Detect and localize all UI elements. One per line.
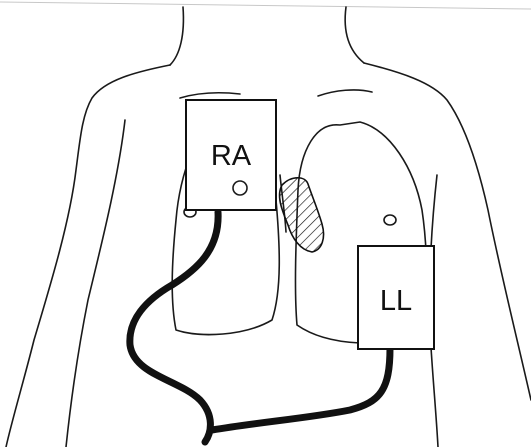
page-edge bbox=[0, 2, 531, 9]
torso-outline bbox=[6, 7, 531, 447]
ra-electrode-label: RA bbox=[211, 140, 252, 172]
electrode-cable bbox=[130, 212, 390, 442]
left-clavicle-line bbox=[180, 93, 240, 98]
ll-electrode: LL bbox=[358, 246, 434, 349]
left-shoulder-line bbox=[6, 65, 170, 447]
neck-right-line bbox=[345, 7, 364, 63]
ll-electrode-label: LL bbox=[380, 285, 412, 317]
right-nipple bbox=[384, 215, 396, 225]
ra-electrode: RA bbox=[186, 100, 276, 210]
neck-left-line bbox=[170, 7, 183, 65]
heart-hatched-area bbox=[280, 178, 324, 252]
right-clavicle-line bbox=[318, 90, 372, 96]
left-arm-inner-line bbox=[66, 120, 125, 447]
